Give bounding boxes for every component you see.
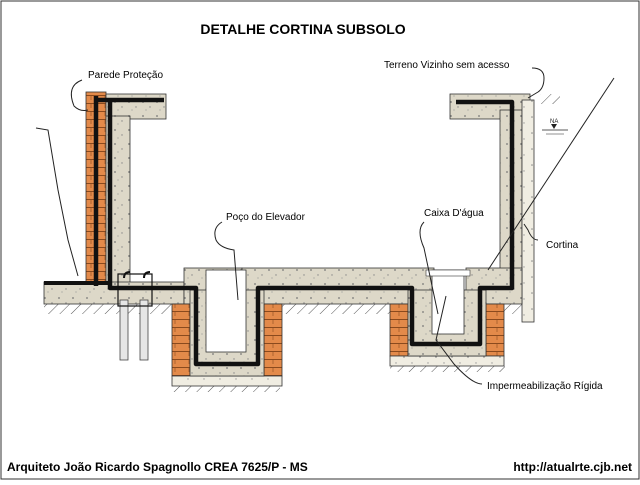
water-level-marker: NA [542,119,568,135]
left-terrain-line [35,127,79,277]
footer-author: Arquiteto João Ricardo Spagnollo CREA 76… [7,460,308,474]
elevator-pit [171,269,283,387]
waterproofing-membrane [93,96,515,367]
footer-url[interactable]: http://atualrte.cjb.net [513,460,632,474]
pit-opening [205,269,247,353]
label-caixa-dagua: Caixa D'água [424,208,484,219]
na-label: NA [550,119,558,125]
label-terreno-vizinho: Terreno Vizinho sem acesso [384,60,510,71]
soil-hatching [44,94,560,392]
tank-opening [431,269,465,335]
label-poco-elevador: Poço do Elevador [226,212,306,223]
drawing-title: DETALHE CORTINA SUBSOLO [200,21,405,37]
label-impermeabilizacao: Impermeabilização Rígida [487,381,603,392]
cortina-wall [521,99,535,323]
piles [117,271,153,361]
neighbour-terrain-line [487,77,615,271]
label-cortina: Cortina [546,240,579,251]
label-parede-protecao: Parede Proteção [88,70,163,81]
left-floor-slab [43,281,185,305]
leader-lines [70,67,545,385]
